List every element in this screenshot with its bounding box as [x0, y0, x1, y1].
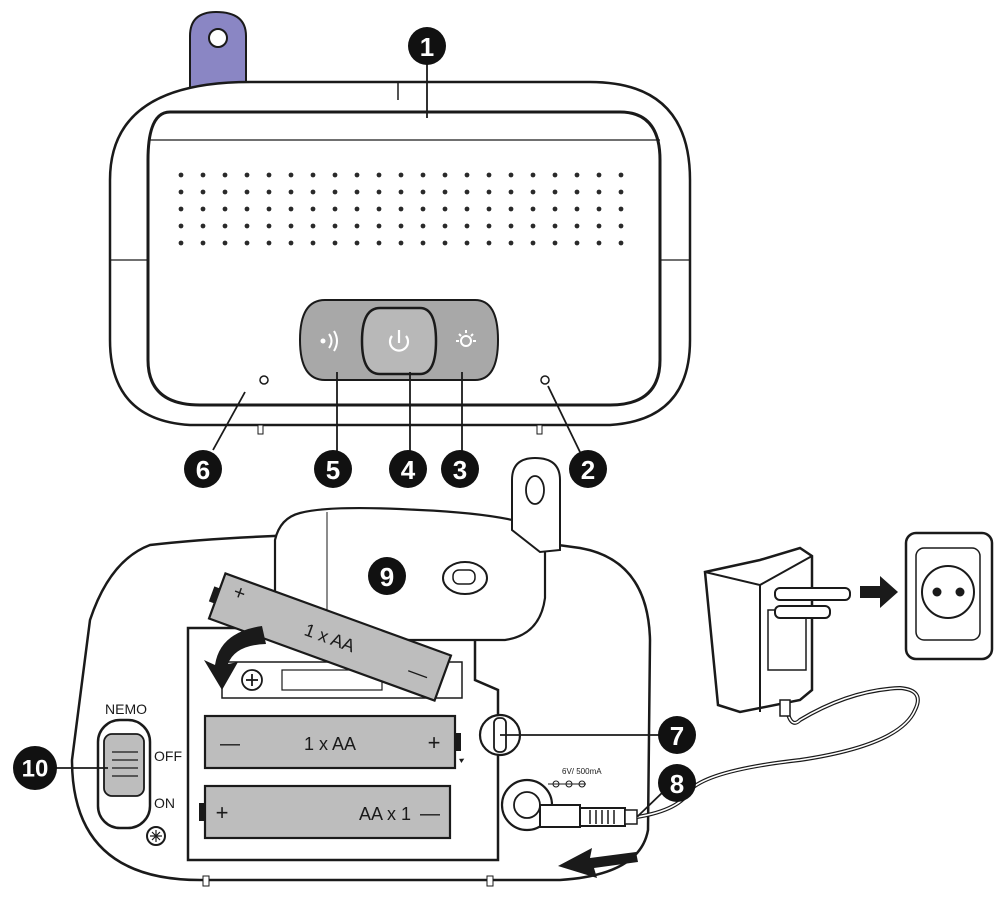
battery-middle-label: 1 x AA — [304, 734, 356, 754]
svg-text:6: 6 — [196, 455, 210, 485]
light-icon — [456, 330, 476, 347]
battery-middle-plus: + — [428, 730, 441, 755]
switch-top-label: NEMO — [105, 701, 147, 717]
switch-off-label: OFF — [154, 748, 182, 764]
svg-text:7: 7 — [670, 721, 684, 751]
speaker-icon — [320, 330, 338, 352]
arrow-left-icon — [558, 848, 638, 878]
left-indicator — [259, 375, 269, 385]
battery-bottom-label: AA x 1 — [359, 804, 411, 824]
leader-lines-front — [212, 62, 581, 453]
wall-socket-icon — [904, 531, 994, 661]
svg-text:10: 10 — [22, 756, 49, 783]
callout-8: 8 — [658, 764, 696, 802]
svg-text:3: 3 — [453, 455, 467, 485]
svg-text:5: 5 — [326, 455, 340, 485]
adapter-rating: 6V/ 500mA — [562, 767, 602, 776]
callout-1: 1 — [408, 27, 446, 65]
front-view — [108, 10, 692, 453]
power-switch: NEMO OFF ON — [96, 701, 182, 830]
svg-text:9: 9 — [380, 562, 394, 592]
battery-bottom-minus: — — [420, 803, 440, 825]
switch-on-label: ON — [154, 795, 175, 811]
callout-7: 7 — [658, 716, 696, 754]
arrow-right-icon — [860, 576, 898, 608]
callout-4: 4 — [389, 450, 427, 488]
battery-middle: — 1 x AA + — [203, 714, 461, 770]
power-icon — [388, 330, 410, 352]
callout-10: 10 — [13, 746, 57, 790]
svg-text:1: 1 — [420, 32, 434, 62]
speaker-grille — [165, 170, 625, 256]
svg-text:4: 4 — [401, 455, 416, 485]
right-indicator — [540, 375, 550, 385]
callout-6: 6 — [184, 450, 222, 488]
curved-arrow-icon — [204, 626, 266, 690]
belt-clip-back — [511, 456, 561, 554]
callout-badges: 1 6 5 4 3 2 9 7 8 10 — [13, 27, 696, 802]
battery-bottom-plus: + — [216, 800, 229, 825]
dc-plug — [539, 804, 638, 828]
battery-bottom: + AA x 1 — — [199, 784, 452, 840]
callout-2: 2 — [569, 450, 607, 488]
svg-text:▲: ▲ — [457, 754, 469, 765]
belt-clip-top — [189, 10, 247, 89]
svg-text:2: 2 — [581, 455, 595, 485]
svg-text:8: 8 — [670, 769, 684, 799]
callout-3: 3 — [441, 450, 479, 488]
battery-middle-minus: — — [220, 733, 240, 755]
callout-5: 5 — [314, 450, 352, 488]
battery-tilted: + 1 x AA — — [207, 571, 453, 703]
power-adapter-icon — [703, 546, 851, 717]
callout-9: 9 — [368, 557, 406, 595]
back-view: + 1 x AA — — 1 x AA + + AA x 1 — 6V/ 500… — [45, 456, 994, 887]
battery-cover — [273, 506, 547, 642]
